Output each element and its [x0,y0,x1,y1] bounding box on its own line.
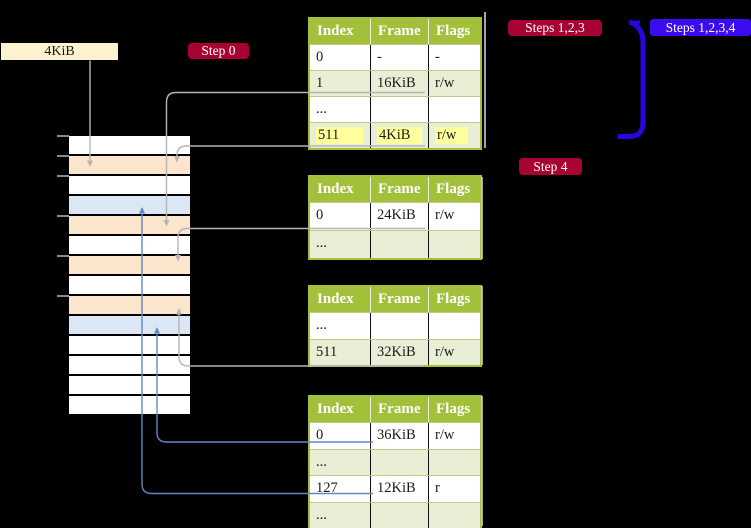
memory-row [69,336,190,356]
page-table-level3: Index Frame Flags 0 24KiB r/w ... [308,175,482,260]
table-shadow-lines [481,12,486,526]
table-header: Index Frame Flags [310,177,480,202]
cell-index: 0 [316,49,324,65]
cell-flags [428,449,480,475]
column-header: Index [317,291,354,307]
column-header: Frame [370,397,428,422]
column-header: Frame [370,287,428,312]
column-header: Frame [370,19,428,44]
memory-row [69,256,190,276]
cell-flags [428,97,480,122]
column-header: Flags [428,19,480,44]
cell-frame [370,449,428,475]
cell-flags [428,502,480,528]
memory-row [69,216,190,236]
memory-row [69,136,190,156]
page-table-level1: Index Frame Flags 0 36KiB r/w ... 127 12… [308,395,482,528]
cell-frame [370,231,428,258]
memory-row [69,236,190,256]
cell-flags: r/w [428,423,480,449]
table-row: ... [310,501,480,528]
cell-frame: 4KiB [370,123,428,148]
table-row: 0 36KiB r/w [310,422,480,449]
cell-flags: - [428,45,480,70]
highlight-text: 511 [316,127,364,144]
steps1234-badge: Steps 1,2,3,4 [650,19,751,36]
cell-index: 127 [316,480,338,496]
cell-index: ... [316,317,327,333]
cell-flags: r/w [428,203,480,230]
column-header: Frame [370,177,428,202]
cell-index: 1 [316,75,324,91]
cell-index: 0 [316,207,324,223]
memory-row [69,276,190,296]
column-header: Flags [428,397,480,422]
cell-index: 511 [310,123,370,148]
column-header: Index [317,401,354,417]
column-header: Flags [428,177,480,202]
memory-tick [57,295,69,297]
cell-frame: - [370,45,428,70]
page-size-label: 4KiB [1,43,118,60]
cell-index: 511 [316,343,338,360]
table-header: Index Frame Flags [310,19,480,44]
cell-index: ... [316,101,327,117]
table-header: Index Frame Flags [310,287,480,312]
cell-frame [370,313,428,339]
memory-row [69,176,190,196]
cell-flags: r/w [428,339,480,365]
column-header: Flags [428,287,480,312]
memory-row [69,356,190,376]
cell-frame [370,97,428,122]
table-row: ... [310,312,480,339]
cell-flags: r [428,476,480,502]
cell-index: 0 [316,427,324,443]
table-row: 127 12KiB r [310,475,480,502]
big-loop-arrow [618,19,646,139]
memory-tick [57,155,69,157]
memory-tick [57,175,69,177]
cell-flags: r/w [428,123,480,148]
table-row: ... [310,230,480,258]
cell-frame: 16KiB [370,71,428,96]
memory-tick [57,255,69,257]
cell-frame [370,502,428,528]
table-row: 1 16KiB r/w [310,70,480,96]
highlight-text: 4KiB [377,127,423,144]
table-row-highlighted: 511 4KiB r/w [310,122,480,148]
cell-frame: 32KiB [370,339,428,365]
cell-flags [428,313,480,339]
table-row: 0 - - [310,44,480,70]
table-header: Index Frame Flags [310,397,480,422]
step4-badge: Step 4 [519,158,582,175]
cell-index: ... [316,506,327,523]
column-header: Index [317,181,354,197]
table-row: ... [310,448,480,475]
memory-row [69,316,190,336]
column-header: Index [317,23,354,39]
cell-flags: r/w [428,71,480,96]
page-table-level4: Index Frame Flags 0 - - 1 16KiB r/w ... … [308,17,482,150]
page-table-level2: Index Frame Flags ... 511 32KiB r/w [308,285,482,367]
cell-index: ... [316,453,327,470]
table-row: 0 24KiB r/w [310,202,480,230]
table-row: ... [310,96,480,122]
cell-flags [428,231,480,258]
cell-frame: 24KiB [370,203,428,230]
physical-memory-strip [69,136,190,416]
cell-index: ... [316,235,327,251]
table-row: 511 32KiB r/w [310,338,480,365]
memory-row [69,296,190,316]
memory-row [69,196,190,216]
memory-tick [57,135,69,137]
memory-row [69,156,190,176]
memory-tick [57,215,69,217]
steps123-badge: Steps 1,2,3 [508,20,602,36]
highlight-text: r/w [435,127,469,144]
cell-frame: 12KiB [370,476,428,502]
step0-badge: Step 0 [188,43,249,59]
memory-row [69,396,190,416]
memory-row [69,376,190,396]
cell-frame: 36KiB [370,423,428,449]
